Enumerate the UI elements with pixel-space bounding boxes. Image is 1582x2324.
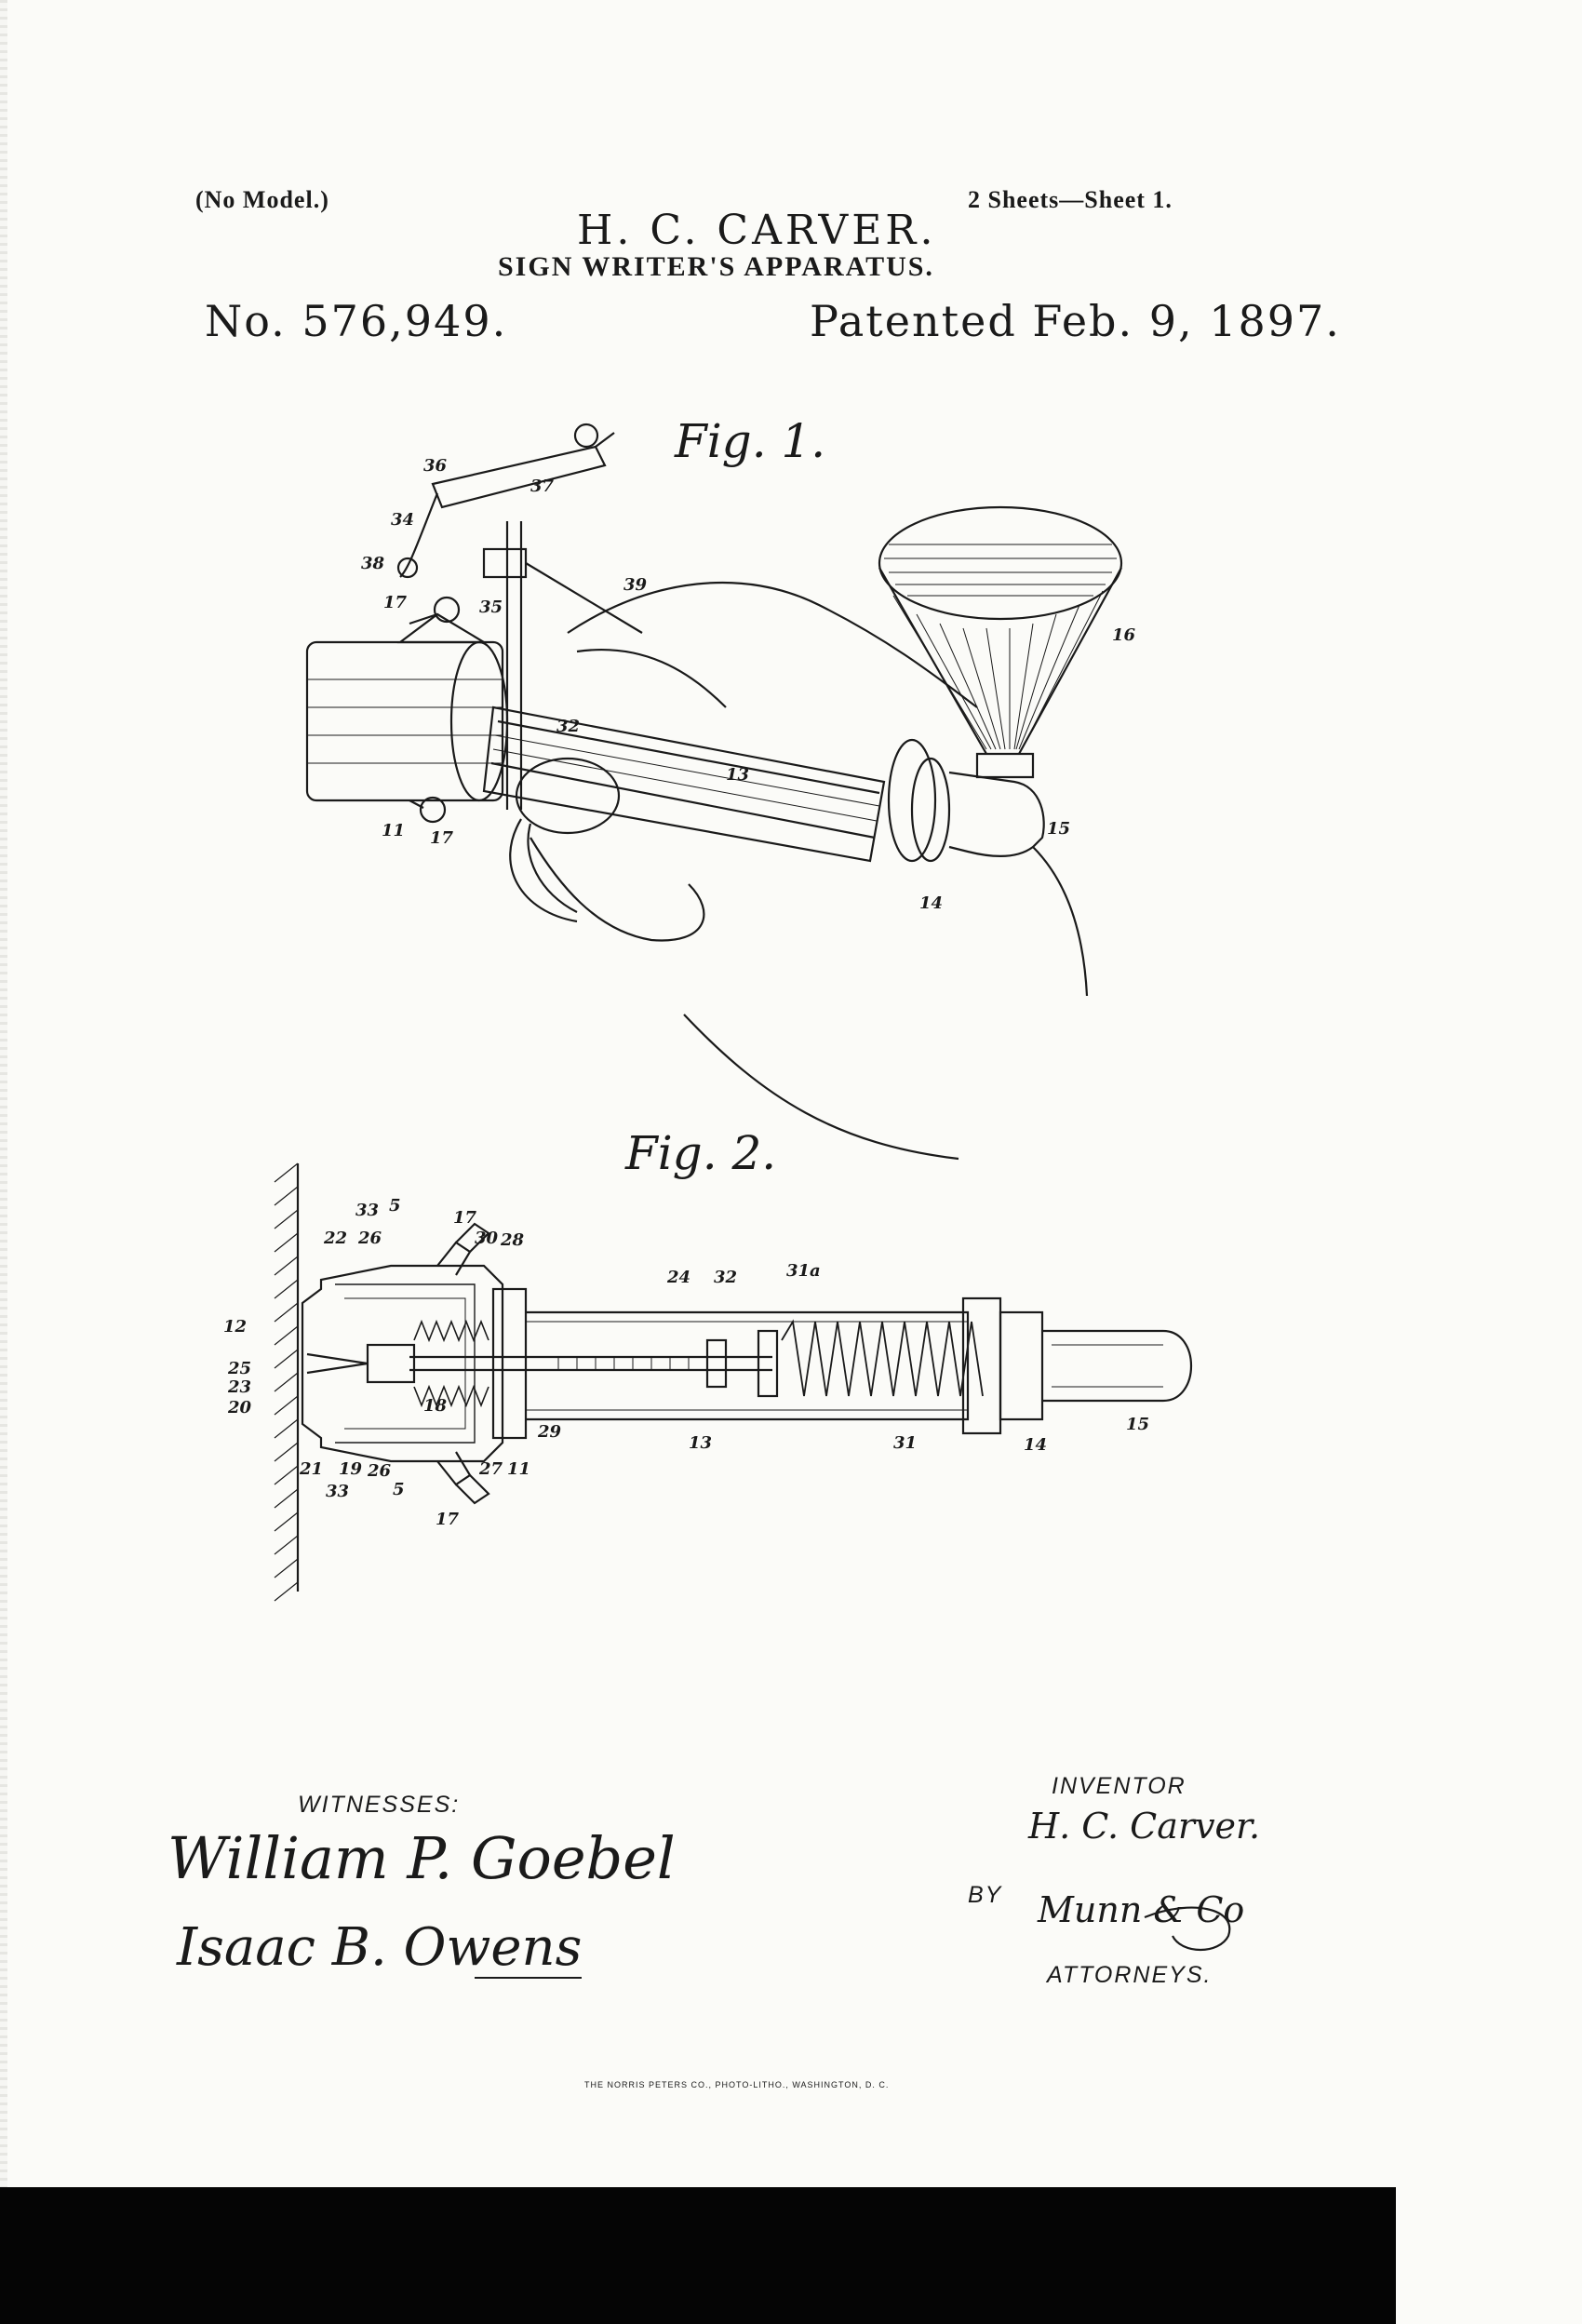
- scan-edge: [0, 0, 7, 2187]
- wall-hatching: [274, 1162, 299, 1602]
- screw-top-fig2: [436, 1241, 472, 1276]
- fig2-ref-22: 22: [324, 1229, 348, 1248]
- fig2-ref-27: 27: [479, 1459, 503, 1479]
- attorney-signature: Munn & Co: [1038, 1889, 1245, 1930]
- forearm-line: [683, 1014, 959, 1161]
- fig2-ref-11: 11: [507, 1459, 531, 1479]
- tip-15: [1042, 1329, 1192, 1403]
- funnel-top-16: [878, 505, 1123, 621]
- fig1-ref-15: 15: [1047, 819, 1071, 839]
- pen-head: [305, 640, 504, 802]
- head-spring: [413, 1319, 489, 1343]
- fig2-ref-5a: 5: [389, 1196, 401, 1216]
- fig1-label: Fig. 1.: [675, 414, 826, 468]
- fig2-ref-12: 12: [223, 1317, 248, 1337]
- wrist-line: [1032, 846, 1089, 997]
- patent-number: No. 576,949.: [205, 296, 508, 346]
- fig1-ref-39: 39: [623, 575, 648, 595]
- fig2-tube-13: [526, 1310, 970, 1421]
- fig1-ref-36: 36: [423, 456, 448, 476]
- fig1-ref-13: 13: [726, 765, 750, 785]
- fig2-ref-19: 19: [339, 1459, 363, 1479]
- spring-31: [781, 1319, 984, 1397]
- nut-32: [705, 1338, 728, 1389]
- fig2-ref-31a: 31a: [786, 1261, 821, 1281]
- fig1-ref-35: 35: [479, 598, 503, 617]
- fig2-ref-29: 29: [538, 1422, 562, 1442]
- fig2-ref-32: 32: [714, 1268, 738, 1287]
- fig2-ref-14: 14: [1024, 1435, 1048, 1455]
- patent-title: SIGN WRITER'S APPARATUS.: [498, 251, 934, 282]
- fig1-ref-17a: 17: [383, 593, 408, 612]
- fig2-ref-5b: 5: [393, 1480, 405, 1499]
- fig2-ref-28: 28: [501, 1230, 525, 1250]
- by-label: BY: [968, 1882, 1003, 1908]
- lever-post: [505, 521, 523, 810]
- attorneys-label: ATTORNEYS.: [1047, 1962, 1213, 1988]
- model-note: (No Model.): [195, 186, 329, 213]
- witness1-signature: William P. Goebel: [168, 1824, 676, 1892]
- fig2-ref-17b: 17: [436, 1510, 460, 1529]
- fig1-ref-17b: 17: [430, 828, 454, 848]
- valve-body: [366, 1343, 416, 1384]
- attorney-flourish: [1144, 1906, 1231, 1952]
- fig2-label: Fig. 2.: [625, 1126, 777, 1180]
- fig2-ref-33a: 33: [355, 1201, 380, 1220]
- scan-bottom-bar: [0, 2187, 1396, 2324]
- inventor-label: INVENTOR: [1052, 1773, 1186, 1799]
- witnesses-label: WITNESSES:: [298, 1792, 461, 1818]
- fig2-ref-30: 30: [475, 1229, 499, 1248]
- lower-finger: [530, 837, 705, 942]
- patent-date: Patented Feb. 9, 1897.: [810, 296, 1341, 346]
- lever-block: [482, 547, 528, 579]
- rod-24: [409, 1355, 772, 1372]
- fig1-ref-38: 38: [361, 554, 385, 573]
- fig2-head: [301, 1264, 504, 1463]
- sheets-note: 2 Sheets—Sheet 1.: [968, 186, 1173, 213]
- fig2-ref-25: 25: [228, 1359, 252, 1378]
- fig1-ref-37: 37: [530, 477, 555, 496]
- fig2-ref-26b: 26: [368, 1461, 392, 1481]
- fig2-ref-20: 20: [228, 1398, 252, 1417]
- fig2-ref-21: 21: [300, 1459, 324, 1479]
- fig1-ref-11: 11: [382, 821, 406, 840]
- fig2-ref-31: 31: [893, 1433, 918, 1453]
- fig1-ref-34: 34: [391, 510, 415, 530]
- fig2-ref-15: 15: [1126, 1415, 1150, 1434]
- witness2-signature: Isaac B. Owens: [177, 1917, 583, 1978]
- printer-imprint: THE NORRIS PETERS CO., PHOTO-LITHO., WAS…: [584, 2080, 890, 2089]
- fig1-ref-14: 14: [919, 893, 944, 913]
- fig2-ref-26a: 26: [358, 1229, 382, 1248]
- fig2-ref-18: 18: [423, 1396, 448, 1416]
- fig2-ref-13: 13: [689, 1433, 713, 1453]
- screw-bottom-fig2: [436, 1451, 472, 1486]
- fig1-ref-16: 16: [1112, 625, 1136, 645]
- lever-bar: [431, 445, 607, 509]
- hand-back: [567, 581, 978, 708]
- fig2-ref-17a: 17: [453, 1208, 477, 1228]
- rod-39: [525, 562, 643, 634]
- screw-17-bottom: [419, 796, 447, 824]
- coupling-14: [887, 738, 937, 863]
- fig1-ref-32: 32: [556, 717, 581, 736]
- collar-29: [491, 1287, 528, 1440]
- fig2-ref-24: 24: [667, 1268, 691, 1287]
- thumb: [515, 757, 621, 835]
- inventor-signature: H. C. Carver.: [1028, 1806, 1261, 1847]
- screw-17-top: [433, 596, 461, 624]
- fig2-ref-33b: 33: [326, 1482, 350, 1501]
- inventor-name: H. C. CARVER.: [577, 207, 937, 254]
- fig2-ref-23: 23: [228, 1377, 252, 1397]
- elbow-pipe-15: [948, 771, 1045, 858]
